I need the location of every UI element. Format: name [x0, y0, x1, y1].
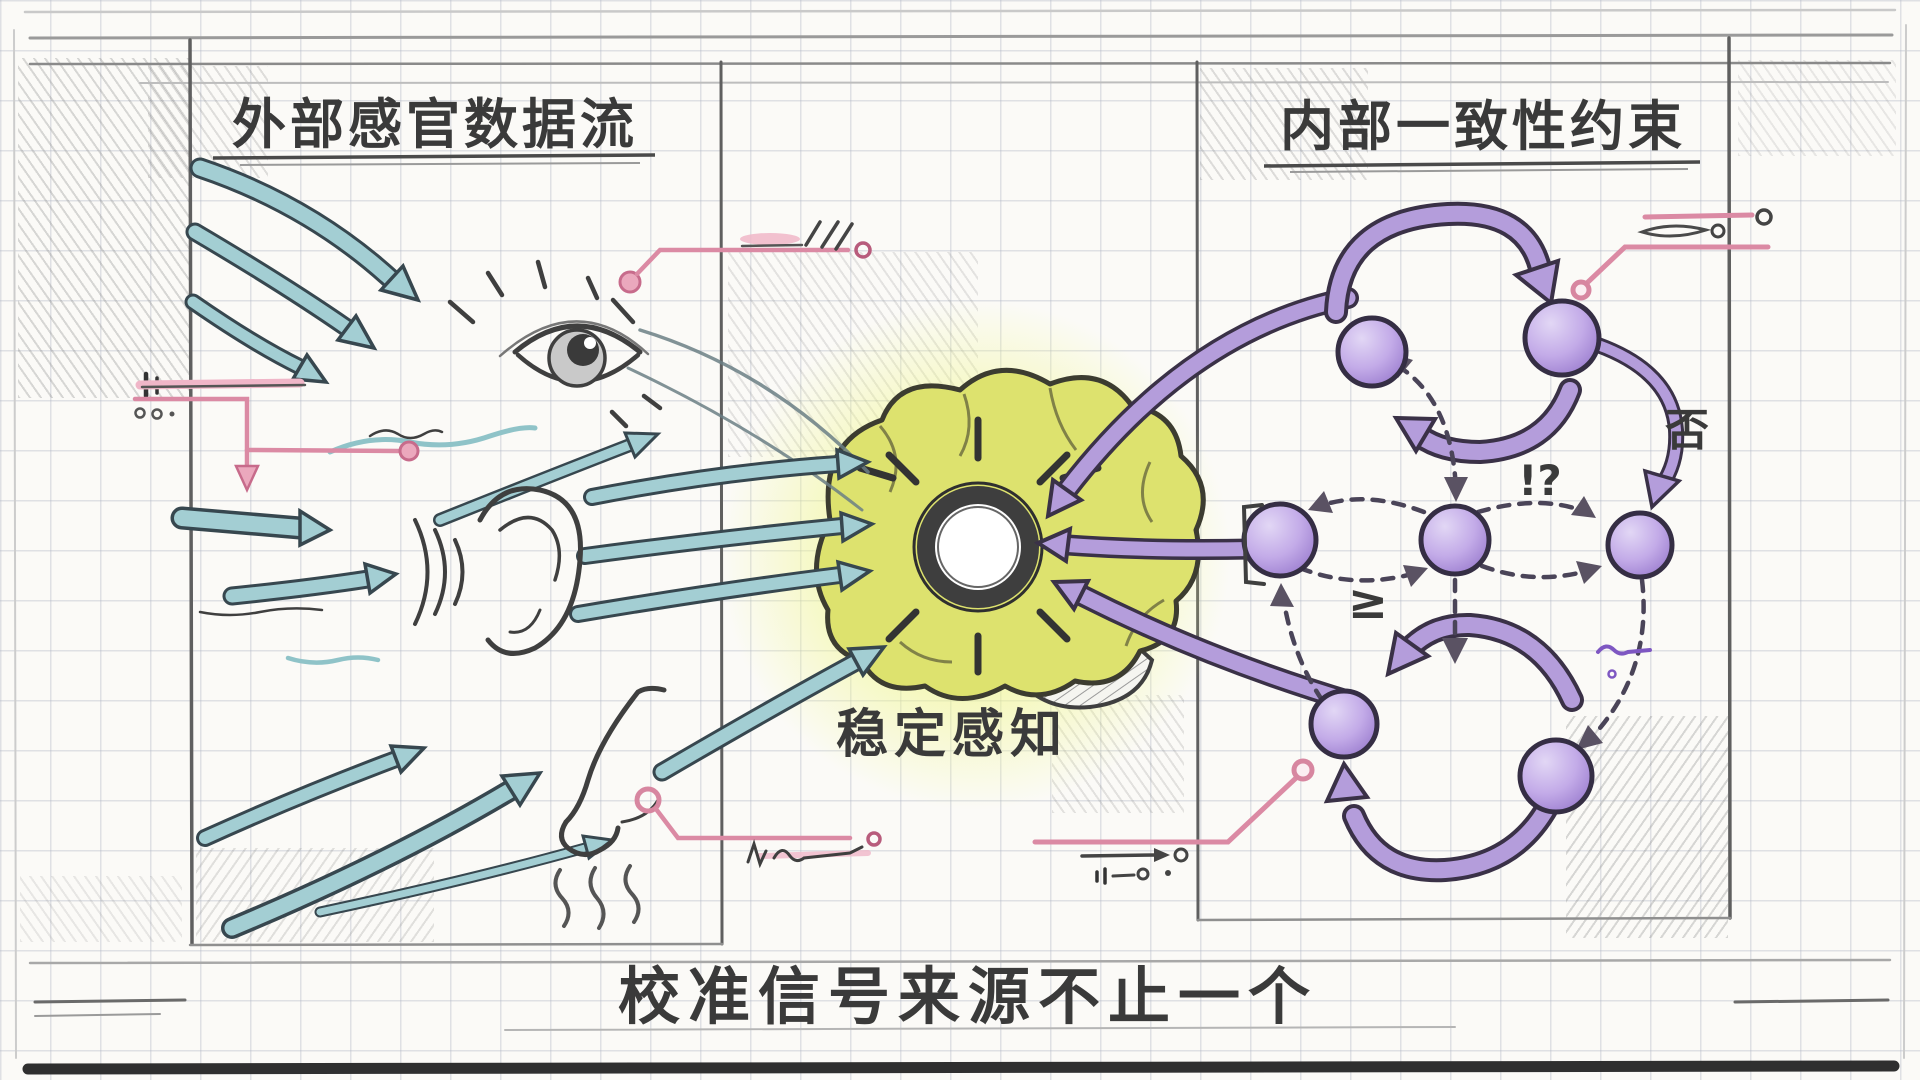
caption-text: 校准信号来源不止一个: [618, 960, 1318, 1033]
callout-nose: [634, 786, 882, 869]
smell-waves-icon: [553, 864, 641, 930]
no-branch-label: 否: [1665, 405, 1709, 456]
callout-bottom-mid: [1032, 758, 1315, 885]
right-panel-title: 内部一致性约束: [1280, 95, 1686, 158]
pencil-hatch-bottom-right: [1566, 716, 1728, 938]
constraint-network: [1241, 201, 1685, 883]
conflict-label: !?: [1518, 456, 1562, 505]
sound-waves-icon: [413, 518, 465, 626]
gte-label: ≥: [1348, 574, 1388, 630]
left-panel-title: 外部感官数据流: [232, 93, 638, 156]
title-underlines: [212, 153, 1701, 173]
pencil-hatch-top-left: [18, 58, 190, 398]
eye-icon: [447, 259, 663, 429]
ear-icon: [413, 486, 583, 656]
stable-perception-label: 稳定感知: [836, 705, 1068, 765]
callout-eye: [618, 220, 872, 294]
pink-callouts: [132, 208, 1773, 885]
sensory-arrows: [170, 157, 888, 939]
frame-lines: [13, 8, 1907, 1075]
nose-icon: [553, 685, 667, 930]
pencil-hatch-right-title: [1200, 68, 1368, 180]
pencil-hatch-left-edge-bottom: [20, 876, 182, 942]
pencil-hatch-top-right-edge: [1738, 60, 1896, 156]
callout-top-right: [1570, 208, 1773, 301]
callout-left: [132, 371, 420, 494]
